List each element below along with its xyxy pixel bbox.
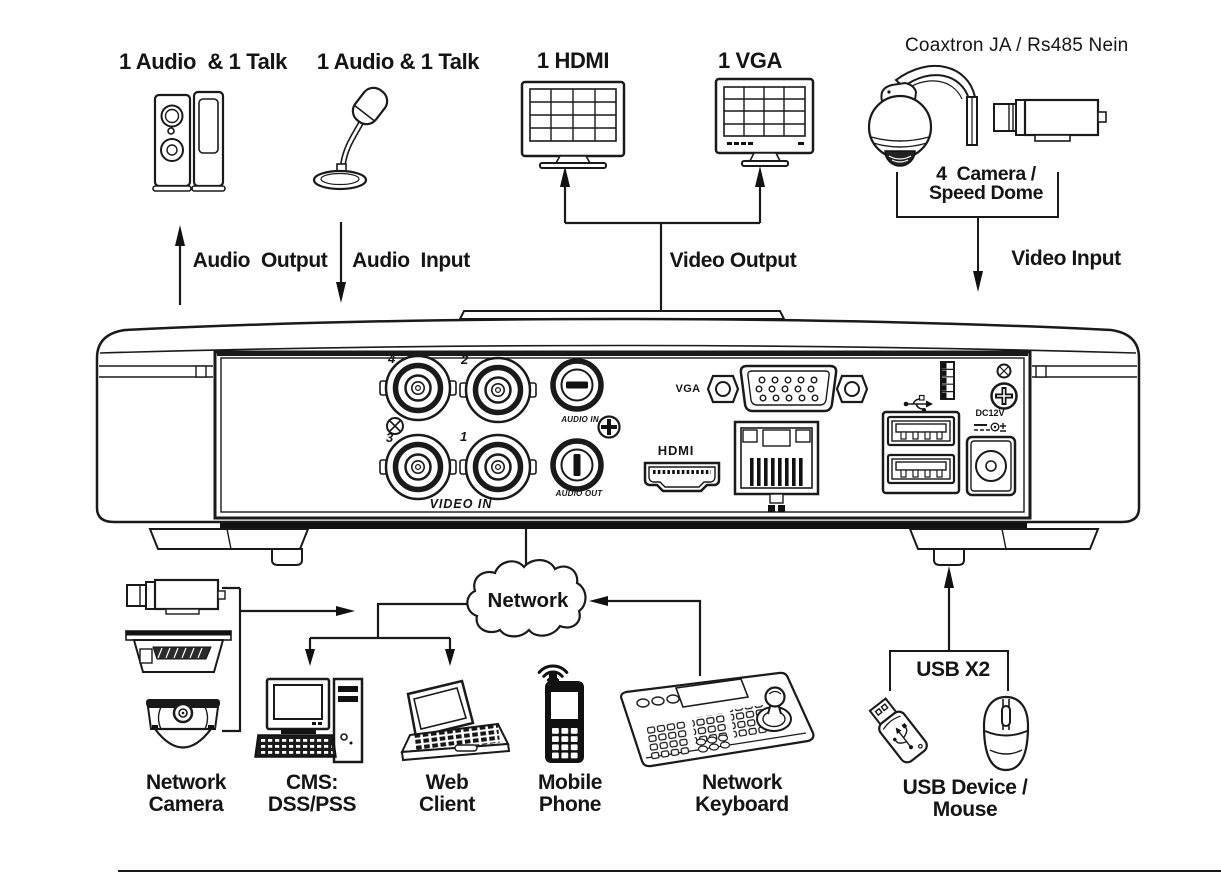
- ground-screw-icon: [990, 363, 1018, 410]
- usb-device-line1: USB Device /: [902, 776, 1028, 799]
- usb-ports: [881, 410, 961, 495]
- web-client-line1: Web: [425, 771, 469, 794]
- speakers-icon: [152, 90, 226, 192]
- bnc-connector-3: [379, 433, 457, 501]
- video-in-port-label: VIDEO IN: [429, 497, 493, 511]
- bnc-connector-4: [379, 354, 457, 422]
- vga-monitor-icon: [714, 77, 815, 167]
- bullet-camera-icon: [993, 98, 1107, 142]
- speed-dome-camera-icon: [867, 64, 978, 167]
- panel-screw-icon: [386, 415, 621, 439]
- cms-line2: DSS/PSS: [267, 792, 357, 816]
- laptop-icon: [400, 679, 511, 762]
- microphone-icon: [312, 86, 389, 191]
- dc-power-label: DC12V: [975, 408, 1005, 418]
- audio-in-port-label: AUDIO IN: [561, 415, 599, 424]
- network-keyboard-line1: Network: [701, 771, 783, 794]
- usb-device-line2: Mouse: [932, 797, 998, 821]
- dvr-device: [95, 310, 1141, 566]
- hdmi-monitor-icon: [520, 80, 626, 169]
- network-cloud: [466, 559, 587, 638]
- annotation-note: Coaxtron JA / Rs485 Nein: [905, 35, 1129, 56]
- usb-icon: [903, 394, 933, 412]
- web-client-line2: Client: [419, 792, 475, 816]
- vent-strip: [940, 361, 955, 400]
- usb-device-label: USB Device /Mouse: [903, 777, 1028, 820]
- network-cloud-label: Network: [487, 589, 569, 612]
- network-keyboard-icon: [620, 671, 815, 768]
- audio-out-port-label: AUDIO OUT: [555, 489, 603, 498]
- audio-output-label: Audio Output: [192, 249, 328, 272]
- audio-out-port: [550, 438, 604, 492]
- vga-title: 1 VGA: [717, 48, 783, 73]
- mobile-phone-line2: Phone: [538, 792, 602, 816]
- network-camera-line1: Network: [145, 771, 227, 794]
- mobile-phone-icon: [537, 664, 584, 763]
- camera-count-line1: 4 Camera /: [936, 163, 1036, 185]
- connection-arrows: [118, 166, 1221, 872]
- hdmi-title: 1 HDMI: [536, 48, 610, 73]
- usb-x2-label: USB X2: [916, 658, 990, 681]
- bnc-label-2: 2: [461, 352, 469, 367]
- vga-port: [706, 364, 869, 413]
- usb-drive-icon: [868, 697, 928, 764]
- hdmi-port: [643, 461, 721, 493]
- bnc-connector-2: [459, 356, 537, 424]
- network-camera-icons: [125, 578, 232, 749]
- network-keyboard-line2: Keyboard: [695, 792, 789, 816]
- cms-computer-icon: [254, 677, 364, 764]
- camera-count-line2: Speed Dome: [928, 182, 1044, 204]
- hdmi-logo: HDMI: [657, 443, 695, 458]
- bnc-label-1: 1: [460, 429, 468, 444]
- audio-input-label: Audio Input: [352, 249, 470, 272]
- cms-line1: CMS:: [285, 771, 339, 794]
- bnc-connector-1: [459, 433, 537, 501]
- video-input-label: Video Input: [1011, 247, 1121, 270]
- mic-title: 1 Audio & 1 Talk: [316, 49, 480, 74]
- cms-label: CMS:DSS/PSS: [267, 771, 357, 816]
- camera-count-label: 4 Camera /Speed Dome: [928, 163, 1044, 204]
- speaker-title: 1 Audio & 1 Talk: [118, 49, 288, 74]
- bnc-label-4: 4: [388, 351, 396, 366]
- video-output-label: Video Output: [669, 249, 797, 272]
- power-jack: [965, 422, 1017, 497]
- network-camera-line2: Camera: [148, 792, 224, 816]
- mobile-phone-line1: Mobile: [537, 771, 603, 794]
- vga-port-label: VGA: [675, 383, 701, 395]
- mouse-icon: [982, 695, 1030, 772]
- bnc-label-3: 3: [386, 430, 394, 445]
- ethernet-port: [733, 420, 820, 512]
- audio-in-port: [550, 358, 604, 412]
